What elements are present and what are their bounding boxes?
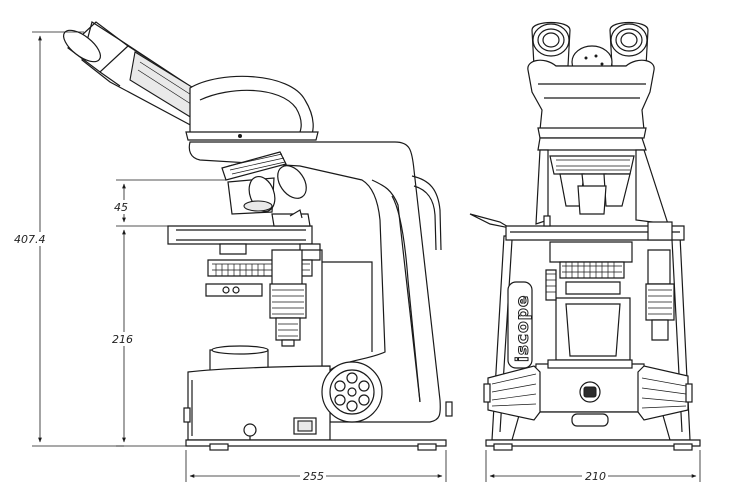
front-head xyxy=(527,59,655,151)
side-head xyxy=(185,75,319,141)
side-eyepiece xyxy=(63,21,206,129)
nosepiece-gap-label: 45 xyxy=(114,201,128,214)
brand-label-text: iscope xyxy=(513,295,533,362)
front-width-label: 210 xyxy=(585,470,606,483)
side-focus-knob xyxy=(269,249,307,347)
overall-height-label: 407.4 xyxy=(14,233,46,246)
side-view xyxy=(63,21,453,451)
front-condenser xyxy=(545,241,633,361)
front-objectives xyxy=(549,155,635,215)
front-side-knobs xyxy=(483,365,693,421)
front-eyepieces xyxy=(531,21,649,79)
dimension-lines xyxy=(32,31,701,482)
front-base xyxy=(485,359,701,451)
brand-label: iscope xyxy=(507,281,534,369)
side-width-label: 255 xyxy=(303,470,324,483)
side-lamp xyxy=(209,345,269,373)
stage-height-label: 216 xyxy=(112,333,133,346)
front-stage xyxy=(469,213,685,241)
front-focus-knob xyxy=(645,249,675,341)
side-objectives xyxy=(221,151,307,215)
side-base xyxy=(183,365,453,451)
side-stage xyxy=(167,209,321,261)
side-intensity-knob xyxy=(321,361,383,423)
front-view: iscope xyxy=(469,21,701,451)
side-arm xyxy=(188,141,442,423)
